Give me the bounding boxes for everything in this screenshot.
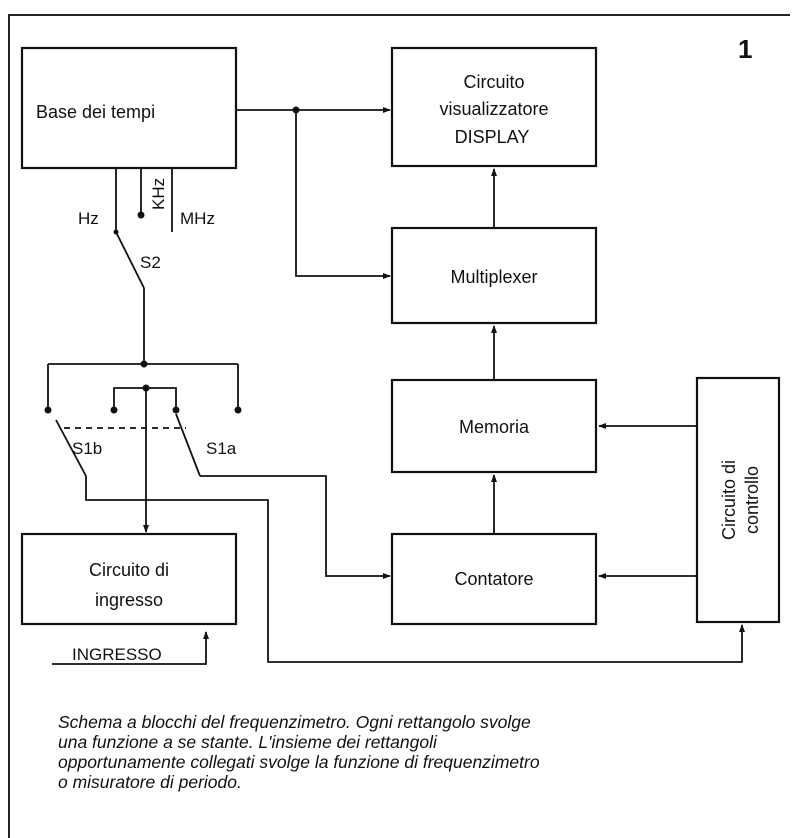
label-s2: S2 [140, 253, 161, 272]
wire-ingresso-input [52, 631, 209, 665]
block-base-dei-tempi-label: Base dei tempi [36, 102, 155, 122]
block-memoria-label: Memoria [459, 417, 530, 437]
block-multiplexer: Multiplexer [390, 226, 598, 325]
block-base-dei-tempi: Base dei tempi [20, 46, 238, 170]
terminal-khz [137, 211, 145, 219]
block-controllo-line2: controllo [742, 466, 762, 534]
block-contatore-label: Contatore [454, 569, 533, 589]
figure-caption: Schema a blocchi del frequenzimetro. Ogn… [58, 712, 758, 792]
wire-s1a-to-contatore [200, 475, 391, 579]
caption-line-4: o misuratore di periodo. [58, 772, 242, 792]
label-ingresso: INGRESSO [72, 645, 162, 664]
switch-s1a-blade [175, 413, 201, 477]
caption-line-2: una funzione a se stante. L'insieme dei … [58, 732, 437, 752]
switch-s2-blade [115, 231, 145, 289]
block-memoria: Memoria [390, 378, 598, 474]
label-s1a: S1a [206, 439, 237, 458]
block-ingresso-line1: Circuito di [89, 560, 169, 580]
block-ingresso-line2: ingresso [95, 590, 163, 610]
block-contatore: Contatore [390, 532, 598, 626]
caption-line-1: Schema a blocchi del frequenzimetro. Ogn… [58, 712, 531, 732]
wires [44, 106, 745, 665]
block-controllo-line1: Circuito di [719, 460, 739, 540]
label-s1b: S1b [72, 439, 102, 458]
caption-line-3: opportunamente collegati svolge la funzi… [58, 752, 540, 772]
label-hz: Hz [78, 209, 99, 228]
figure-number: 1 [738, 34, 752, 64]
block-display-line1: Circuito [463, 72, 524, 92]
block-multiplexer-label: Multiplexer [450, 267, 537, 287]
block-display: Circuito visualizzatore DISPLAY [390, 46, 598, 168]
wire-s1b-to-controllo [85, 476, 745, 663]
wire-base-to-multiplexer [295, 110, 391, 279]
label-khz: KHz [149, 178, 168, 210]
block-display-line3: DISPLAY [455, 127, 530, 147]
figure-frame [8, 14, 790, 838]
block-circuito-di-ingresso: Circuito di ingresso [20, 532, 238, 626]
block-display-line2: visualizzatore [439, 99, 548, 119]
wire-s1-upper-bus [47, 363, 239, 408]
block-circuito-di-controllo: Circuito di controllo [695, 376, 781, 624]
switch-s1b-blade [55, 419, 87, 477]
label-mhz: MHz [180, 209, 215, 228]
